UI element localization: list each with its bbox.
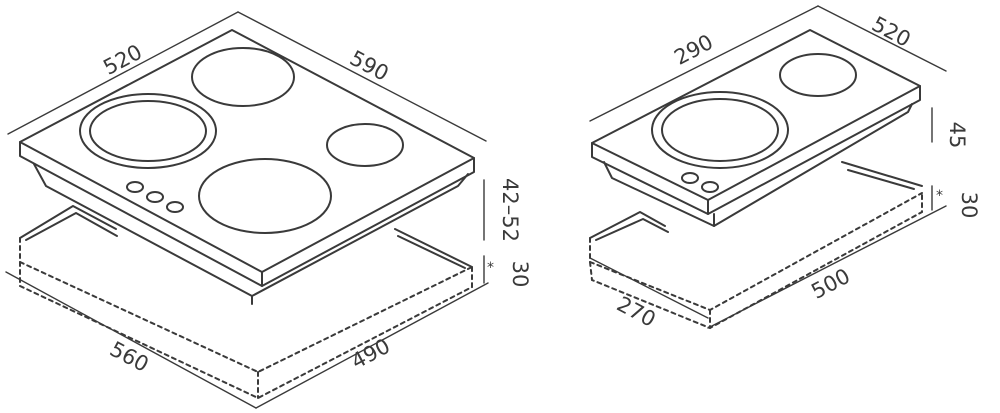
cutout-width-label: 560 xyxy=(106,337,153,377)
zone-right xyxy=(326,123,404,167)
knob-icon xyxy=(146,191,164,203)
dim-line-cutout-depth xyxy=(589,257,709,319)
dim-line-width xyxy=(237,11,487,142)
cutout-box xyxy=(589,161,923,330)
hob-top-plate xyxy=(19,29,475,305)
hob-2-zone: 290 520 45 * 30 270 500 xyxy=(589,5,981,332)
knob-icon xyxy=(701,181,719,193)
dim-line-depth xyxy=(589,5,819,122)
zone-large-left xyxy=(79,93,217,169)
cutout-margin-marker: * xyxy=(936,188,943,204)
zone-large-left-inner xyxy=(89,100,207,162)
control-knobs xyxy=(681,172,719,193)
control-knobs xyxy=(126,181,184,213)
hob-top-plate xyxy=(591,29,921,227)
knob-icon xyxy=(681,172,699,184)
dim-line-depth xyxy=(7,11,239,135)
cutout-margin-label: 30 xyxy=(508,261,532,288)
knob-icon xyxy=(166,201,184,213)
hob-4-zone: 520 590 42–52 * 30 560 490 xyxy=(5,11,532,409)
cutout-margin-label: 30 xyxy=(957,192,981,219)
zone-large-front-inner xyxy=(661,98,779,162)
cutout-depth-label: 490 xyxy=(347,334,394,374)
dim-line-cutout-depth xyxy=(5,271,257,409)
height-label: 45 xyxy=(945,122,969,149)
zone-front xyxy=(198,158,332,234)
zone-large-front xyxy=(651,91,789,169)
cutout-margin-marker: * xyxy=(487,260,494,276)
cooking-zones xyxy=(651,53,857,169)
width-label: 520 xyxy=(868,12,915,52)
depth-label: 290 xyxy=(670,30,717,70)
zone-back xyxy=(779,53,857,97)
dim-line-cutout-width xyxy=(255,282,489,409)
cutout-depth-label: 270 xyxy=(613,292,660,332)
cutout-box xyxy=(19,205,473,400)
zone-back xyxy=(191,47,295,107)
knob-icon xyxy=(126,181,144,193)
dim-line-width xyxy=(817,5,947,72)
height-label: 42–52 xyxy=(498,178,522,242)
cooking-zones xyxy=(79,47,404,234)
